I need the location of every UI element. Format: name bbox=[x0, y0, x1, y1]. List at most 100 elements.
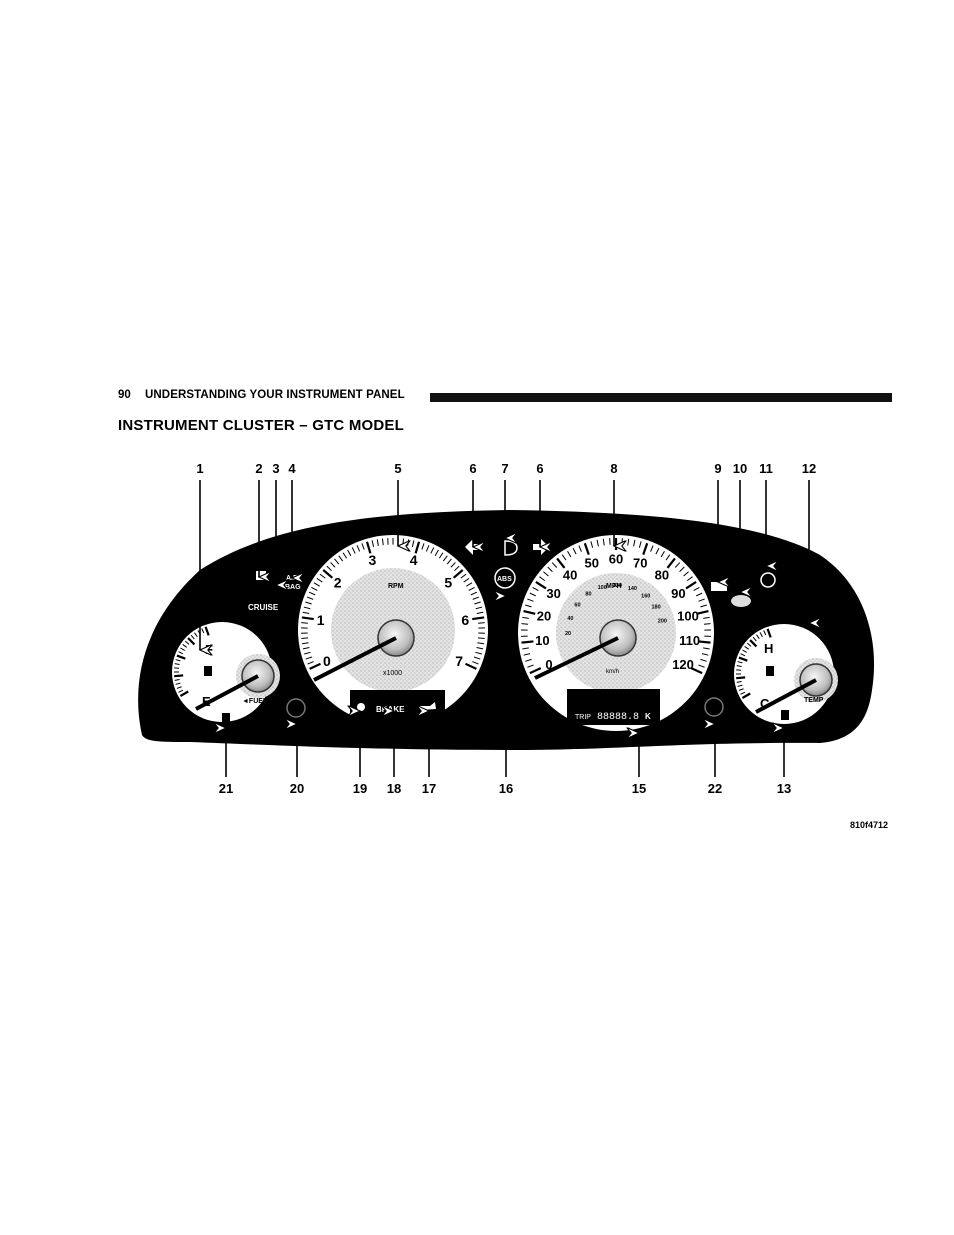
fuel-pump-icon bbox=[204, 666, 212, 676]
tick bbox=[583, 542, 590, 555]
tick bbox=[414, 541, 421, 554]
section-title: UNDERSTANDING YOUR INSTRUMENT PANEL bbox=[145, 389, 405, 401]
tick bbox=[302, 611, 310, 614]
tick bbox=[201, 628, 205, 634]
tick bbox=[763, 630, 767, 636]
tick bbox=[737, 684, 743, 687]
tick bbox=[523, 610, 536, 615]
tick bbox=[176, 686, 182, 689]
fog-lamp-icon bbox=[760, 572, 776, 588]
tick bbox=[535, 581, 547, 590]
tick bbox=[307, 661, 314, 665]
tick bbox=[523, 653, 531, 656]
tick bbox=[741, 692, 751, 699]
tick bbox=[759, 632, 763, 637]
tick bbox=[698, 598, 705, 602]
tick bbox=[642, 542, 649, 555]
tick bbox=[438, 552, 444, 559]
gauge-label: 20 bbox=[537, 608, 551, 623]
gauge-label: 110 bbox=[679, 633, 700, 648]
gauge-label: 10 bbox=[535, 633, 549, 648]
figure-code: 810f4712 bbox=[850, 820, 889, 830]
gauge-label: 60 bbox=[609, 552, 623, 567]
tick bbox=[301, 642, 309, 645]
tick bbox=[178, 651, 184, 655]
tick bbox=[561, 554, 567, 561]
tick bbox=[465, 662, 477, 670]
tick bbox=[522, 647, 529, 650]
tick bbox=[342, 552, 348, 559]
callout-number: 5 bbox=[394, 461, 401, 476]
traction-icon bbox=[256, 571, 266, 580]
tick bbox=[696, 592, 703, 597]
tick bbox=[474, 601, 481, 605]
tick bbox=[700, 604, 707, 608]
gauge-label: 2 bbox=[334, 574, 342, 590]
gauge-label: 70 bbox=[633, 556, 647, 571]
tick bbox=[204, 626, 210, 636]
tick bbox=[326, 565, 332, 572]
tick bbox=[470, 591, 478, 596]
callout-number: 12 bbox=[802, 461, 816, 476]
callout-number: 7 bbox=[501, 461, 508, 476]
tick bbox=[700, 658, 707, 662]
gauge-label: 50 bbox=[584, 556, 598, 571]
temp-gauge-ticks bbox=[736, 628, 772, 699]
tick bbox=[752, 636, 757, 642]
tick bbox=[477, 637, 485, 639]
tick bbox=[316, 577, 323, 583]
tick bbox=[638, 541, 642, 548]
tick bbox=[736, 680, 742, 683]
tick bbox=[766, 628, 772, 638]
callout-number: 9 bbox=[714, 461, 721, 476]
tick bbox=[442, 555, 448, 562]
brake-label: BRAKE bbox=[376, 705, 405, 714]
tick bbox=[178, 689, 184, 693]
tick bbox=[301, 616, 314, 621]
tick bbox=[174, 678, 180, 681]
callout-number: 17 bbox=[422, 781, 436, 796]
tick bbox=[476, 611, 484, 614]
tick bbox=[476, 647, 484, 650]
mph-label: MPH bbox=[606, 583, 622, 590]
tick bbox=[744, 646, 750, 650]
callout-number: 4 bbox=[288, 461, 296, 476]
cruise-label: CRUISE bbox=[248, 603, 279, 612]
gauge-label: 6 bbox=[461, 612, 469, 628]
tick bbox=[525, 658, 532, 662]
tick bbox=[736, 676, 746, 680]
tick bbox=[532, 586, 539, 592]
callout-number: 10 bbox=[733, 461, 747, 476]
gauge-label: 200 bbox=[658, 619, 667, 625]
odometer-label: TRIP bbox=[575, 714, 591, 721]
coolant-icon-low bbox=[781, 710, 789, 720]
coolant-icon bbox=[766, 666, 774, 676]
tick bbox=[176, 654, 186, 660]
gauge-label: 90 bbox=[671, 586, 685, 601]
gauge-label: 140 bbox=[628, 586, 637, 592]
indicator-22 bbox=[704, 697, 724, 717]
tick bbox=[365, 541, 372, 554]
tick bbox=[740, 691, 746, 695]
callout-number: 8 bbox=[610, 461, 617, 476]
tick bbox=[425, 545, 430, 552]
callout-number: 11 bbox=[759, 461, 773, 476]
tick bbox=[184, 640, 190, 645]
tick bbox=[306, 596, 314, 600]
tick bbox=[698, 664, 705, 668]
fuel-pump-icon-low bbox=[222, 713, 230, 723]
tick bbox=[468, 586, 475, 591]
tick bbox=[740, 653, 746, 657]
tick bbox=[174, 674, 184, 678]
callout-number: 2 bbox=[255, 461, 262, 476]
tick bbox=[301, 622, 308, 624]
tick bbox=[746, 642, 752, 647]
tick bbox=[466, 582, 473, 587]
tick bbox=[596, 539, 599, 547]
tick bbox=[179, 690, 189, 697]
callout-number: 21 bbox=[219, 781, 233, 796]
tick bbox=[633, 539, 636, 547]
